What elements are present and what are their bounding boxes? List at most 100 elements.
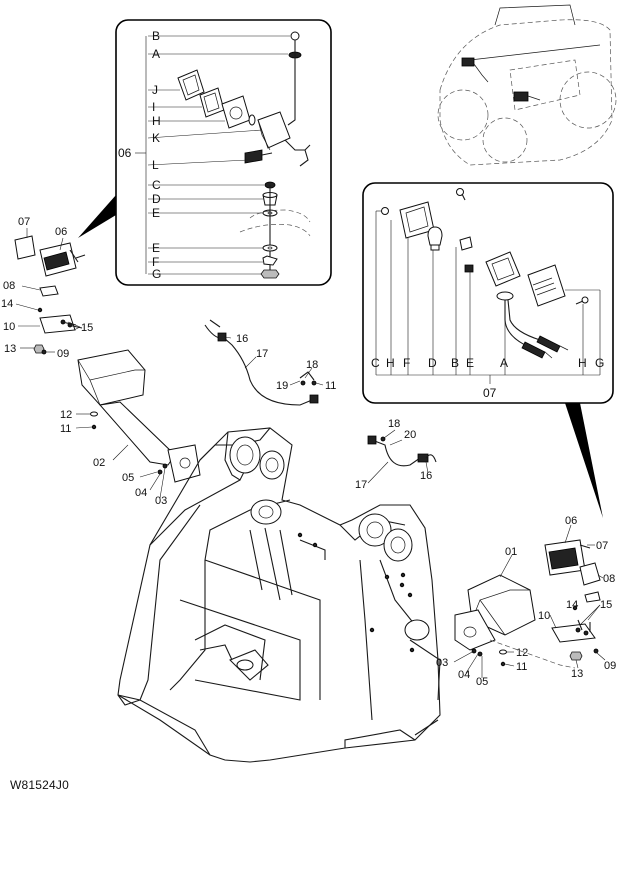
lens-frame-j-icon	[177, 69, 205, 101]
callout-label: 11	[516, 661, 527, 673]
lamp-housing-a-icon	[485, 251, 569, 359]
loader-frame-icon	[117, 427, 441, 763]
letter-label: C	[152, 178, 161, 192]
callout-label: 16	[420, 470, 432, 482]
bolt-b-icon	[290, 31, 300, 50]
bracket-10-icon	[39, 314, 76, 334]
callout-label: 10	[3, 321, 15, 333]
reflector-h-icon	[221, 95, 251, 129]
rear-light-07-icon	[14, 235, 36, 260]
letter-label: F	[152, 255, 159, 269]
group-07-label: 07	[483, 386, 497, 400]
letter-label: D	[152, 192, 161, 206]
callout-label: 07	[596, 540, 608, 552]
callout-label: 14	[1, 298, 13, 310]
letter-label: C	[371, 356, 380, 370]
callout-label: 03	[436, 657, 448, 669]
callout-label: 09	[604, 660, 616, 672]
callout-label: 05	[122, 472, 134, 484]
bulb-icon	[248, 114, 256, 126]
callout-label: 08	[3, 280, 15, 292]
letter-label: L	[152, 158, 159, 172]
callout-label: 10	[538, 610, 550, 622]
letter-label: G	[152, 267, 161, 281]
letter-label: B	[451, 356, 459, 370]
letter-label: H	[152, 114, 161, 128]
right-work-light-assembly	[499, 539, 601, 667]
callout-label: 16	[236, 333, 248, 345]
bracket-08-icon	[39, 285, 59, 297]
letter-label: A	[152, 47, 160, 61]
callout-label: 06	[565, 515, 577, 527]
work-light-06-icon	[39, 242, 86, 277]
callout-label: 18	[306, 359, 318, 371]
callout-label: 19	[276, 380, 288, 392]
screw-c-icon	[381, 207, 389, 215]
bulb-d-icon	[427, 226, 443, 251]
letter-label: G	[595, 356, 604, 370]
callout-label: 14	[566, 599, 578, 611]
callout-labels: 07 06 08 14 10 15 13 09 16 17 18 19 11 1…	[1, 216, 616, 688]
tractor-thumbnail-icon	[437, 4, 617, 166]
callout-label: 01	[505, 546, 517, 558]
left-work-light-assembly	[14, 235, 86, 355]
right-light-bracket-01-icon	[454, 574, 576, 669]
detail-box-06: B A J I H K L C D E E F G 06	[78, 19, 332, 286]
group-07-letters: C H F D B E A H G 07	[371, 356, 604, 400]
housing-k-icon	[257, 111, 311, 167]
callout-label: 18	[388, 418, 400, 430]
light-bracket-arm-02-icon	[77, 349, 201, 483]
letter-label: H	[578, 356, 587, 370]
bracket-10-right-icon	[551, 623, 596, 643]
callout-label: 03	[155, 495, 167, 507]
callout-label: 11	[60, 423, 71, 435]
callout-label: 20	[404, 429, 416, 441]
callout-label: 04	[458, 669, 470, 681]
letter-label: F	[403, 356, 410, 370]
callout-label: 04	[135, 487, 147, 499]
wiring-harness-17-right-icon	[367, 435, 437, 467]
letter-label: A	[500, 356, 508, 370]
letter-label: H	[386, 356, 395, 370]
callout-label: 12	[60, 409, 72, 421]
group-06-letters: B A J I H K L C D E E F G 06	[118, 29, 161, 281]
callout-label: 11	[325, 380, 336, 392]
grommet-e-icon	[464, 264, 474, 273]
callout-label: 12	[516, 647, 528, 659]
letter-label: D	[428, 356, 437, 370]
callout-label: 15	[600, 599, 612, 611]
lamp-back-g-icon	[527, 264, 566, 307]
nut-g-icon	[260, 269, 280, 279]
lock-washer-f-icon	[262, 255, 278, 266]
callout-label: 15	[81, 322, 93, 334]
callout-label: 08	[603, 573, 615, 585]
letter-label: K	[152, 131, 160, 145]
callout-label: 05	[476, 676, 488, 688]
detail-box-07: C H F D B E A H G 07	[362, 182, 614, 518]
callout-label: 13	[571, 668, 583, 680]
letter-label: E	[152, 241, 160, 255]
bracket-08-right-icon	[584, 591, 601, 603]
socket-b-icon	[459, 236, 473, 251]
callout-label: 09	[57, 348, 69, 360]
callout-label: 13	[4, 343, 16, 355]
letter-label: E	[152, 206, 160, 220]
wiring-harness-17-left-icon	[204, 319, 319, 406]
mount-bolt-l-icon	[244, 149, 273, 164]
screw-h-icon	[575, 296, 589, 305]
letter-label: B	[152, 29, 160, 43]
group-06-label: 06	[118, 146, 132, 160]
callout-label: 17	[256, 348, 268, 360]
callout-label: 07	[18, 216, 30, 228]
letter-label: E	[466, 356, 474, 370]
rear-light-07-right-icon	[579, 562, 601, 586]
letter-label: J	[152, 83, 158, 97]
drawing-reference-code: W81524J0	[10, 778, 69, 792]
callout-label: 02	[93, 457, 105, 469]
washer-e2-icon	[262, 244, 278, 252]
callout-label: 06	[55, 226, 67, 238]
callout-label: 17	[355, 479, 367, 491]
letter-label: I	[152, 100, 155, 114]
